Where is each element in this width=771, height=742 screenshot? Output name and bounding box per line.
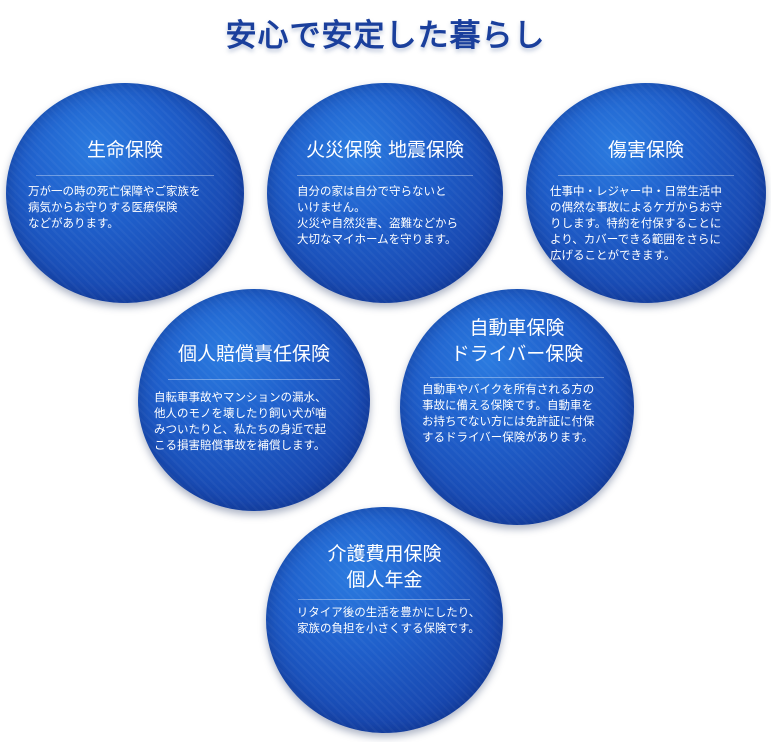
- circle-description: 自転車事故やマンションの漏水、 他人のモノを壊したり飼い犬が噛 みついたりと、私…: [154, 390, 327, 452]
- circle-description: 万が一の時の死亡保障やご家族を 病気からお守りする医療保険 などがあります。: [28, 184, 201, 230]
- circle-title-line: 個人賠償責任保険: [177, 343, 330, 365]
- circle-description: 自分の家は自分で守らないと いけません。 火災や自然災害、盗難などから 大切なマ…: [297, 184, 458, 246]
- circle-title-line: ドライバー保険: [450, 343, 584, 365]
- circle-title-line: 個人年金: [346, 569, 423, 591]
- circle-description: リタイア後の生活を豊かにしたり、 家族の負担を小さくする保険です。: [296, 605, 481, 635]
- insurance-circle-fire-earthquake: 火災保険 地震保険 自分の家は自分で守らないと いけません。 火災や自然災害、盗…: [267, 83, 503, 303]
- circle-title-line: 火災保険 地震保険: [305, 139, 465, 161]
- circle-title: 生命保険: [6, 137, 244, 163]
- circle-divider: [430, 377, 604, 378]
- circle-divider: [558, 175, 734, 176]
- circle-title-line: 介護費用保険: [327, 543, 442, 565]
- circle-title-line: 自動車保険: [469, 317, 565, 339]
- circle-title-line: 生命保険: [86, 139, 163, 161]
- circle-title: 自動車保険 ドライバー保険: [400, 315, 634, 367]
- page-title: 安心で安定した暮らし: [225, 18, 546, 54]
- insurance-circle-life: 生命保険 万が一の時の死亡保障やご家族を 病気からお守りする医療保険 などがあり…: [6, 83, 244, 303]
- circle-title: 個人賠償責任保険: [138, 341, 370, 367]
- insurance-circle-accident: 傷害保険 仕事中・レジャー中・日常生活中 の偶然な事故によるケガからお守 りしま…: [526, 83, 766, 303]
- insurance-circle-auto-driver: 自動車保険 ドライバー保険 自動車やバイクを所有される方の 事故に備える保険です…: [400, 289, 634, 525]
- circle-title: 傷害保険: [526, 137, 766, 163]
- circle-title: 介護費用保険 個人年金: [266, 541, 503, 593]
- circle-divider: [36, 175, 214, 176]
- circle-description: 仕事中・レジャー中・日常生活中 の偶然な事故によるケガからお守 りします。特約を…: [550, 184, 723, 262]
- circle-description: 自動車やバイクを所有される方の 事故に備える保険です。自動車を お持ちでない方に…: [422, 382, 595, 444]
- circle-title: 火災保険 地震保険: [267, 137, 503, 163]
- insurance-circle-personal-liability: 個人賠償責任保険 自転車事故やマンションの漏水、 他人のモノを壊したり飼い犬が噛…: [138, 289, 370, 511]
- circle-divider: [297, 175, 473, 176]
- insurance-circle-nursing-pension: 介護費用保険 個人年金 リタイア後の生活を豊かにしたり、 家族の負担を小さくする…: [266, 507, 503, 733]
- circle-title-line: 傷害保険: [607, 139, 684, 161]
- circle-divider: [168, 379, 340, 380]
- circle-divider: [298, 599, 470, 600]
